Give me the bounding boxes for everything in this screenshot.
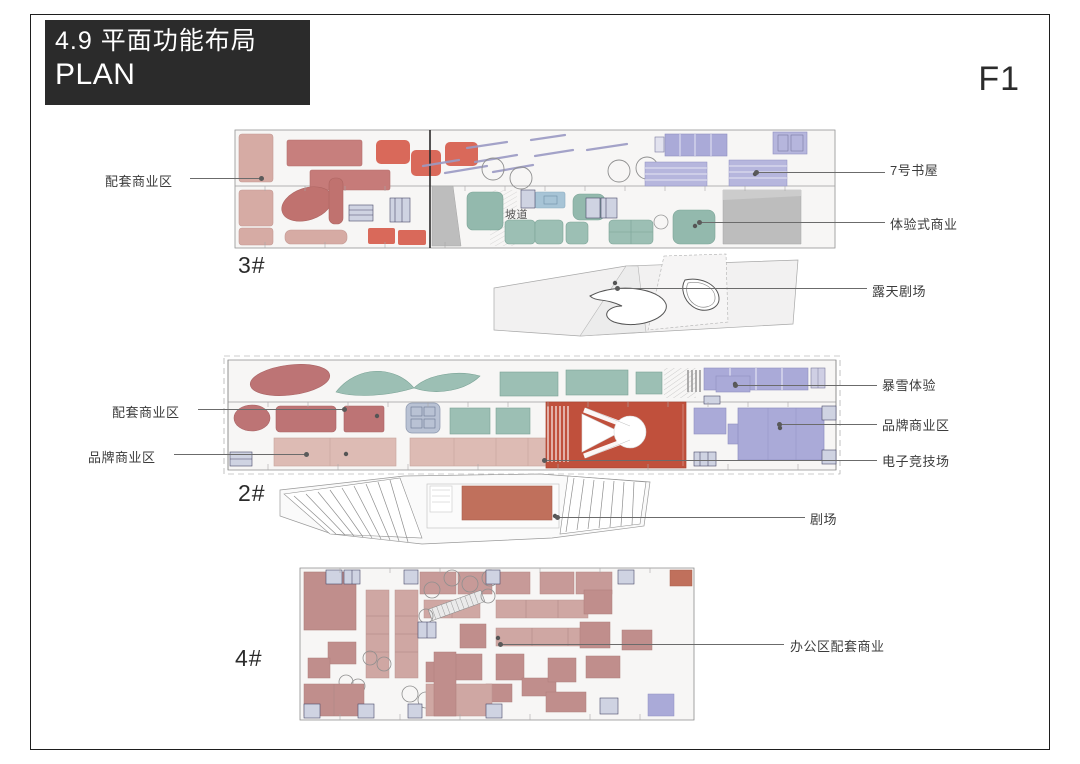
leader-line	[700, 222, 885, 223]
leader-dot	[697, 220, 702, 225]
floor-tag: F1	[978, 60, 1020, 98]
label-theater: 剧场	[810, 512, 838, 527]
plan-drawing-2	[223, 355, 841, 475]
leader-line	[618, 288, 867, 289]
leader-dot	[733, 383, 738, 388]
leader-line	[198, 409, 345, 410]
label-bookstore-7: 7号书屋	[890, 163, 939, 178]
label-blizzard-experience: 暴雪体验	[882, 378, 937, 393]
leader-line	[190, 178, 262, 179]
plan-number-3: 3#	[238, 252, 266, 278]
leader-dot	[304, 452, 309, 457]
label-supporting-commercial-2: 配套商业区	[112, 405, 180, 420]
label-outdoor-theater: 露天剧场	[872, 284, 927, 299]
plan-number-4: 4#	[235, 645, 263, 671]
leader-line	[545, 460, 877, 461]
leader-dot	[259, 176, 264, 181]
page-title-cn: 4.9 平面功能布局	[55, 27, 257, 55]
plan-drawing-outdoor-theater	[488, 252, 818, 344]
plan-drawing-4	[299, 566, 695, 722]
label-brand-commercial-2-right: 品牌商业区	[882, 418, 950, 433]
leader-dot	[542, 458, 547, 463]
plan-drawing-theater	[272, 472, 662, 552]
leader-line	[780, 424, 877, 425]
label-office-supporting-commerce: 办公区配套商业	[790, 639, 885, 654]
leader-dot	[498, 642, 503, 647]
leader-line	[736, 385, 877, 386]
leader-dot	[777, 422, 782, 427]
title-block: 4.9 平面功能布局 PLAN	[45, 20, 310, 105]
page-title-en: PLAN	[55, 58, 136, 91]
label-esports-arena: 电子竞技场	[882, 454, 950, 469]
leader-line	[558, 517, 805, 518]
leader-line	[757, 172, 885, 173]
label-experiential-commerce: 体验式商业	[890, 217, 958, 232]
leader-line	[174, 454, 307, 455]
label-brand-commercial-2-left: 品牌商业区	[88, 450, 156, 465]
leader-dot	[342, 407, 347, 412]
inline-label-ramp: 坡道	[505, 209, 528, 221]
leader-dot	[615, 286, 620, 291]
plan-number-2: 2#	[238, 480, 266, 506]
leader-dot	[555, 515, 560, 520]
leader-dot	[754, 170, 759, 175]
leader-line	[501, 644, 784, 645]
plan-drawing-3	[234, 128, 836, 250]
label-supporting-commercial-3: 配套商业区	[105, 174, 173, 189]
